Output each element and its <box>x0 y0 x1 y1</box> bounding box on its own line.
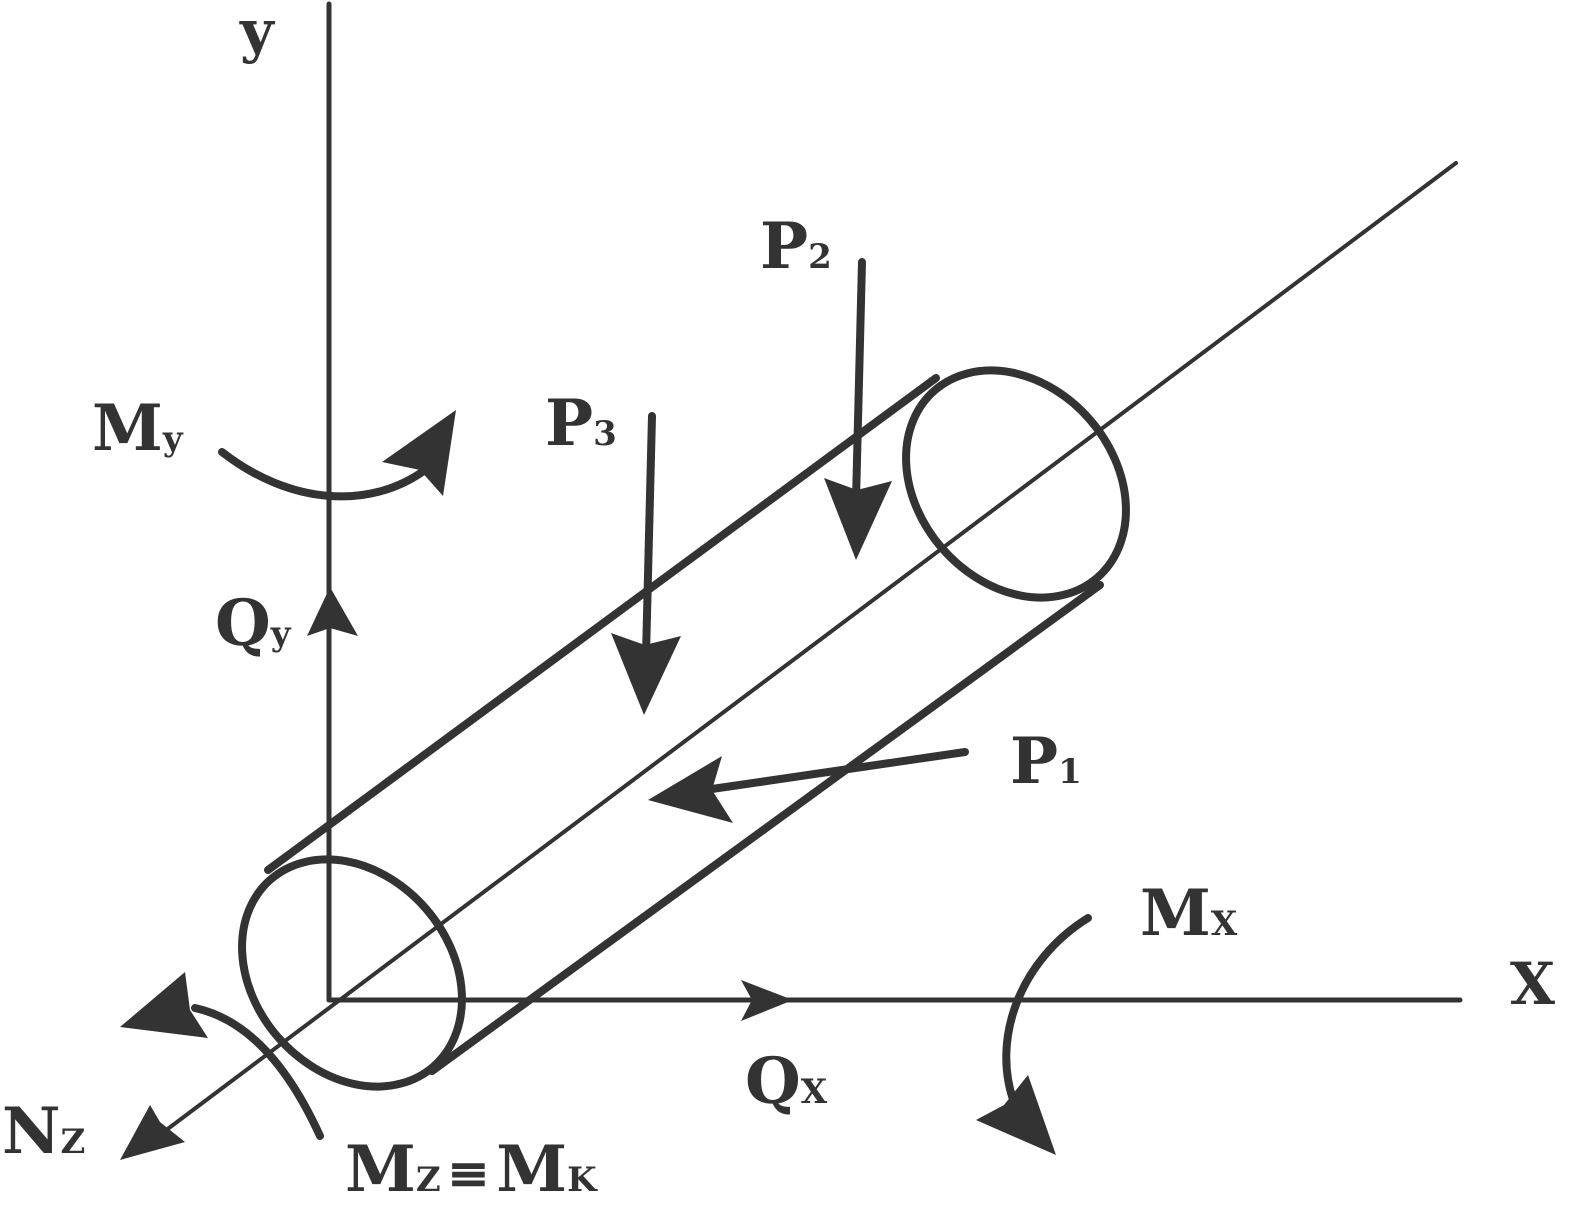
force-p1-label: P1 <box>1010 724 1082 799</box>
arrowhead-mz <box>120 972 208 1038</box>
arrowhead-p3 <box>611 633 681 715</box>
arrowhead-my <box>382 410 456 496</box>
moment-mz-label: MZ≡MK <box>345 1132 597 1207</box>
cylinder-top-edge <box>264 374 940 874</box>
force-qy-label: Qy <box>215 586 291 661</box>
cylinder-near-end <box>238 855 466 1091</box>
force-p1-line <box>701 748 969 794</box>
arrowhead-nz <box>120 1105 185 1160</box>
arrowhead-qx <box>741 980 793 1021</box>
z-axis <box>163 161 1458 1133</box>
moment-my-label: My <box>92 391 183 466</box>
x-axis-label: X <box>1510 950 1556 1018</box>
arrowhead-p1 <box>648 756 733 823</box>
cylinder-bottom-edge <box>428 581 1104 1075</box>
force-p3-label: P3 <box>545 386 617 461</box>
arrowhead-qy <box>307 587 358 636</box>
force-p2-label: P2 <box>760 209 832 284</box>
moment-my-arc <box>218 448 429 501</box>
force-p3-line <box>642 412 656 659</box>
force-qx-label: QX <box>745 1044 828 1119</box>
moment-mx-label: MX <box>1140 876 1238 951</box>
moment-mx-arc <box>1002 914 1092 1109</box>
moment-mz-arc <box>191 1004 324 1140</box>
cylinder-far-end <box>902 366 1130 602</box>
force-nz-label: NZ <box>2 1094 86 1169</box>
arrowhead-p2 <box>824 478 892 560</box>
force-p2-line <box>852 258 866 504</box>
y-axis-label: y <box>240 0 274 65</box>
arrowhead-mx <box>976 1075 1056 1155</box>
